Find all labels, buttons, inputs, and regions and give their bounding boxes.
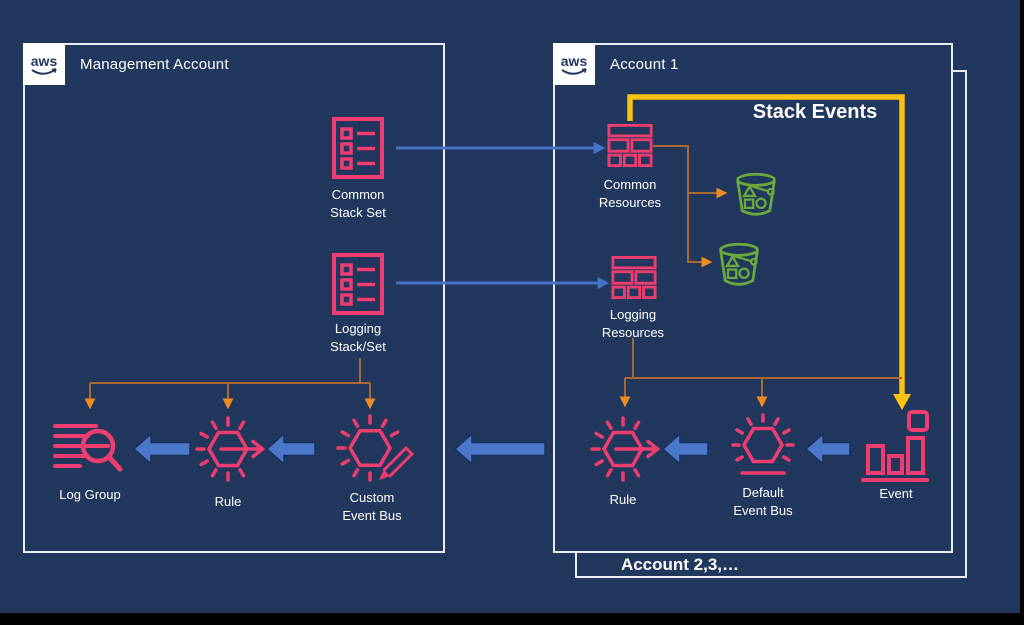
stack-icon bbox=[611, 255, 657, 300]
aws-logo: aws bbox=[553, 43, 595, 85]
event-icon bbox=[861, 408, 931, 484]
common-resources-label: Common Resources bbox=[598, 177, 662, 210]
custom-event-bus-label: Custom Event Bus bbox=[342, 490, 402, 523]
stack-set-icon bbox=[331, 252, 385, 316]
stack-events-label: Stack Events bbox=[752, 101, 878, 123]
aws-logo-text: aws bbox=[31, 53, 58, 69]
default-event-bus-label: Default Event Bus bbox=[733, 485, 793, 518]
logging-resources-label: Logging Resources bbox=[601, 307, 665, 340]
rule-icon bbox=[194, 413, 278, 485]
account-1-box-title: Account 1 bbox=[610, 56, 679, 73]
rule-icon bbox=[589, 413, 673, 485]
logging-stack-set-label: Logging Stack/Set bbox=[330, 321, 386, 354]
rule-left-label: Rule bbox=[214, 494, 242, 509]
stack-set-icon bbox=[331, 116, 385, 180]
log-group-label: Log Group bbox=[59, 487, 121, 502]
aws-logo-text: aws bbox=[561, 53, 588, 69]
event-label: Event bbox=[879, 486, 913, 501]
account-2-3-label: Account 2,3,… bbox=[620, 555, 740, 574]
log-group-icon bbox=[52, 421, 126, 479]
management-box-title: Management Account bbox=[80, 56, 229, 73]
s3-bucket-icon bbox=[733, 171, 779, 219]
event-bus-pencil-icon bbox=[334, 410, 414, 486]
stack-icon bbox=[607, 123, 653, 168]
aws-logo: aws bbox=[23, 43, 65, 85]
rule-right-label: Rule bbox=[609, 492, 637, 507]
s3-bucket-icon bbox=[716, 241, 762, 289]
event-bus-icon bbox=[725, 413, 801, 483]
common-stack-set-label: Common Stack Set bbox=[330, 187, 386, 220]
